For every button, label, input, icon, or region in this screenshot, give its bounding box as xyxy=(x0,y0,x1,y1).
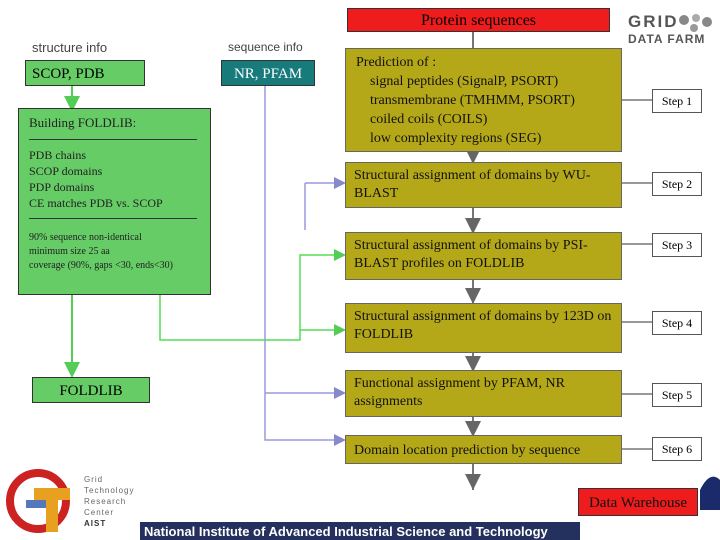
nr-pfam-link xyxy=(264,85,346,446)
step6-task-box[interactable]: Domain location prediction by sequence xyxy=(345,435,622,464)
step5-task-box[interactable]: Functional assignment by PFAM, NR assign… xyxy=(345,370,622,417)
source-pdb-chains: PDB chains xyxy=(29,148,86,162)
prediction-coiled-coils: coiled coils (COILS) xyxy=(370,112,488,127)
corner-wave-decor xyxy=(700,476,720,510)
step4-label: Step 4 xyxy=(652,311,702,335)
gtrc-technology: Technology xyxy=(84,486,135,495)
gtrc-logo-icon xyxy=(6,469,70,533)
prediction-box[interactable]: Prediction of : signal peptides (SignalP… xyxy=(345,48,622,152)
step3-label: Step 3 xyxy=(652,233,702,257)
gtrc-center: Center xyxy=(84,508,115,517)
prediction-low-complexity: low complexity regions (SEG) xyxy=(370,131,542,146)
protein-sequences-box[interactable]: Protein sequences xyxy=(347,8,610,32)
data-warehouse-box[interactable]: Data Warehouse xyxy=(578,488,698,516)
source-scop-domains: SCOP domains xyxy=(29,164,103,178)
foldlib-box[interactable]: FOLDLIB xyxy=(32,377,150,403)
foldlib-link xyxy=(159,249,346,341)
step3-task-label: Structural assignment of domains by PSI-… xyxy=(354,238,588,271)
gtrc-aist: AIST xyxy=(84,519,107,528)
source-pdp-domains: PDP domains xyxy=(29,180,95,194)
prediction-signal-peptides: signal peptides (SignalP, PSORT) xyxy=(370,74,559,89)
criterion-coverage: coverage (90%, gaps <30, ends<30) xyxy=(29,260,174,271)
grid-logo-text: GRID xyxy=(628,12,679,31)
step3-task-box[interactable]: Structural assignment of domains by PSI-… xyxy=(345,232,622,280)
scop-pdb-label: SCOP, PDB xyxy=(32,66,105,82)
step6-task-label: Domain location prediction by sequence xyxy=(354,443,581,458)
data-farm-logo-text: DATA FARM xyxy=(628,32,706,46)
footer-text: National Institute of Advanced Industria… xyxy=(144,524,548,539)
step6-label: Step 6 xyxy=(652,437,702,461)
criterion-size: minimum size 25 aa xyxy=(29,246,110,257)
sequence-info-title: sequence info xyxy=(228,40,303,54)
step2-task-label: Structural assignment of domains by WU-B… xyxy=(354,168,591,201)
gtrc-grid: Grid xyxy=(84,475,104,484)
gtrc-logo-text: Grid Technology Research Center AIST xyxy=(84,474,134,529)
building-foldlib-box[interactable]: Building FOLDLIB: PDB chains SCOP domain… xyxy=(18,108,211,295)
step5-task-label: Functional assignment by PFAM, NR assign… xyxy=(354,376,565,409)
prediction-transmembrane: transmembrane (TMHMM, PSORT) xyxy=(370,93,575,108)
structure-info-title: structure info xyxy=(32,40,108,55)
footer-bar xyxy=(140,522,580,540)
logo-dots-icon xyxy=(679,14,712,32)
nr-pfam-label: NR, PFAM xyxy=(233,66,303,82)
source-ce-matches: CE matches PDB vs. SCOP xyxy=(29,196,163,210)
step4-task-box[interactable]: Structural assignment of domains by 123D… xyxy=(345,303,622,353)
step1-label: Step 1 xyxy=(652,89,702,113)
building-foldlib-heading: Building FOLDLIB: xyxy=(29,115,137,130)
data-warehouse-label: Data Warehouse xyxy=(588,495,688,511)
nr-pfam-box[interactable]: NR, PFAM xyxy=(221,60,315,86)
criterion-identity: 90% sequence non-identical xyxy=(29,232,142,243)
prediction-heading: Prediction of : xyxy=(356,55,437,70)
foldlib-label: FOLDLIB xyxy=(59,383,123,399)
scop-pdb-box[interactable]: SCOP, PDB xyxy=(25,60,145,86)
step5-label: Step 5 xyxy=(652,383,702,407)
grid-data-farm-logo: GRID DATA FARM xyxy=(628,12,718,67)
protein-sequences-label: Protein sequences xyxy=(420,12,537,29)
step4-task-label: Structural assignment of domains by 123D… xyxy=(354,309,612,342)
gtrc-research: Research xyxy=(84,497,127,506)
step2-task-box[interactable]: Structural assignment of domains by WU-B… xyxy=(345,162,622,208)
step2-label: Step 2 xyxy=(652,172,702,196)
